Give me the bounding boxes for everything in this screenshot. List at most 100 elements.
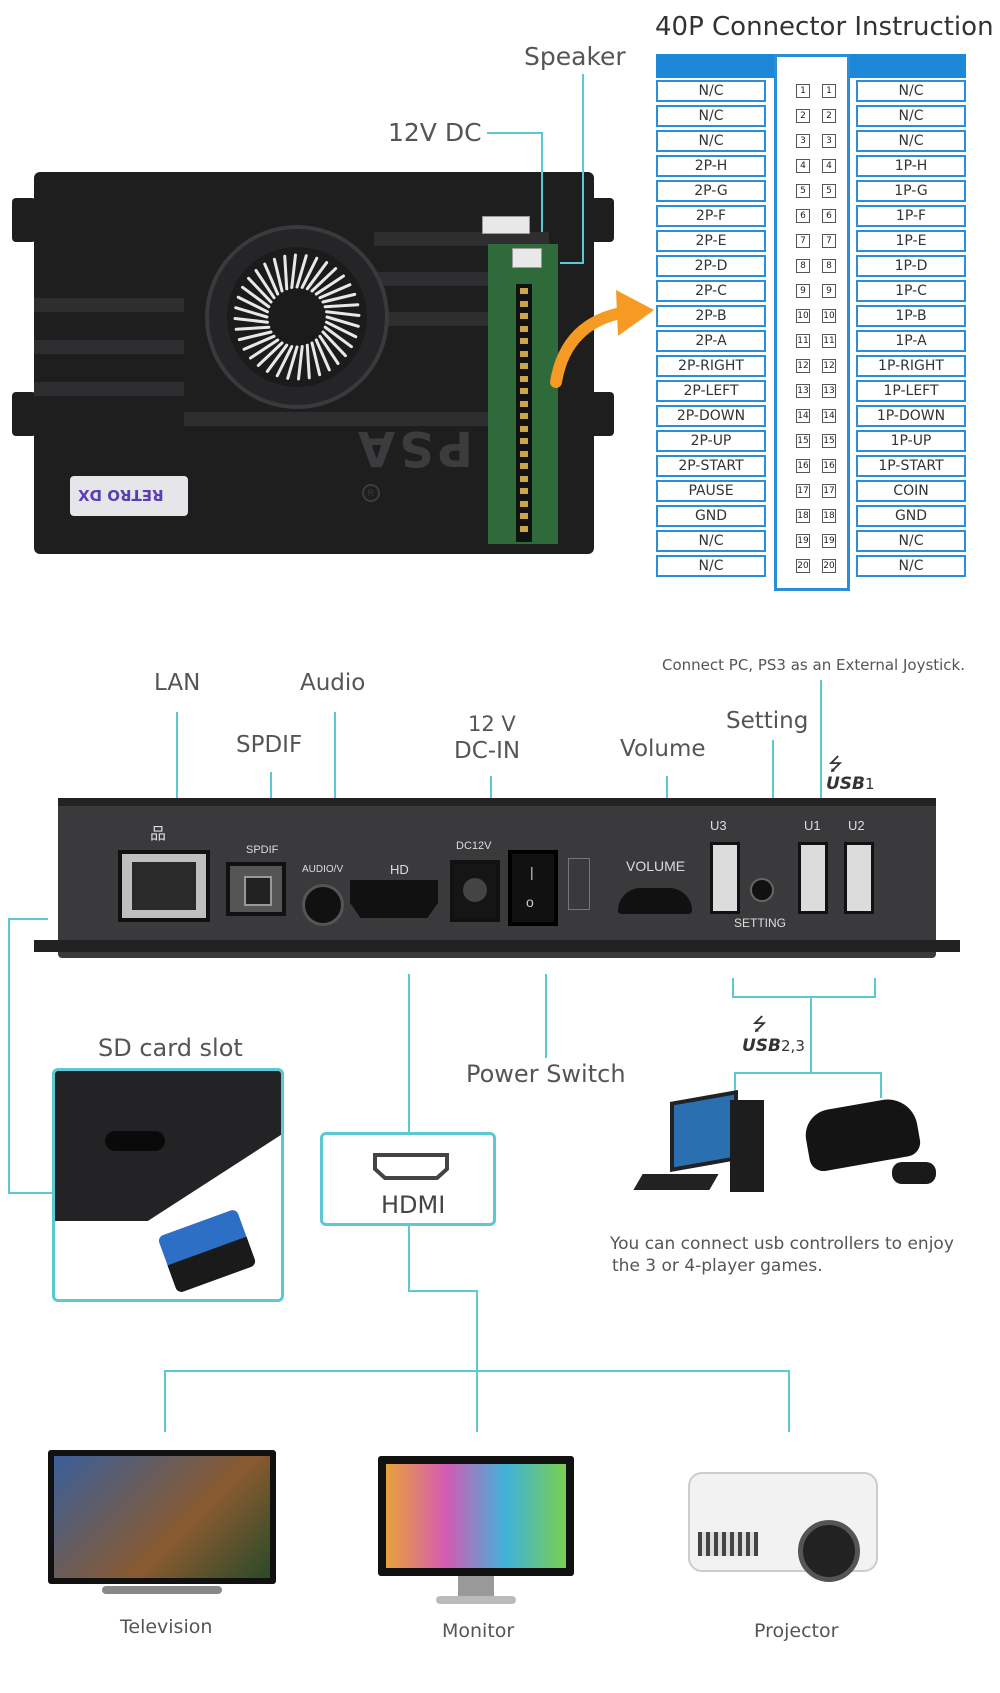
pin-number: 9 <box>796 284 810 298</box>
setting-label: Setting <box>726 708 809 734</box>
pin-number: 10 <box>822 309 836 323</box>
pin-number: 6 <box>796 209 810 223</box>
pin-left-cell: GND <box>656 505 766 527</box>
pin-left-cell: N/C <box>656 130 766 152</box>
pin-number: 4 <box>822 159 836 173</box>
arrow-icon <box>550 290 654 388</box>
usb-note-line1: You can connect usb controllers to enjoy <box>610 1234 954 1254</box>
pin-left-cell: 2P-D <box>656 255 766 277</box>
pin-number: 10 <box>796 309 810 323</box>
sd-slot[interactable] <box>105 1131 165 1151</box>
television-label: Television <box>120 1616 213 1638</box>
pin-number: 5 <box>822 184 836 198</box>
pin-left-cell: 2P-LEFT <box>656 380 766 402</box>
u2-print: U2 <box>848 818 865 833</box>
usb1-label: USB <box>826 774 866 794</box>
volume-print: VOLUME <box>626 858 686 874</box>
pin-number: 15 <box>796 434 810 448</box>
audio-print: AUDIO/V <box>302 864 344 875</box>
pin-right-cell: 1P-D <box>856 255 966 277</box>
pin-right-cell: 1P-DOWN <box>856 405 966 427</box>
audio-label: Audio <box>300 670 366 696</box>
pin-left-cell: 2P-E <box>656 230 766 252</box>
pin-right-cell: N/C <box>856 80 966 102</box>
pin-number: 14 <box>796 409 810 423</box>
pin-number: 6 <box>822 209 836 223</box>
pin-left-cell: N/C <box>656 555 766 577</box>
jamma-pcb <box>488 244 558 544</box>
hdmi-port[interactable] <box>350 880 438 918</box>
audio-jack[interactable] <box>302 884 344 926</box>
monitor-label: Monitor <box>442 1620 515 1642</box>
usb-port-u2[interactable] <box>844 842 874 914</box>
logo-sticker: RETRO DX <box>70 476 188 516</box>
pin-right-cell: 1P-B <box>856 305 966 327</box>
lan-label: LAN <box>154 670 201 696</box>
pin-left-cell: 2P-UP <box>656 430 766 452</box>
dc12v-print: DC12V <box>456 840 492 852</box>
usb1-note: Connect PC, PS3 as an External Joystick. <box>662 656 966 674</box>
projector-label: Projector <box>754 1620 839 1642</box>
pin-left-cell: 2P-G <box>656 180 766 202</box>
pin-right-cell: N/C <box>856 555 966 577</box>
hdmi-icon <box>373 1153 449 1180</box>
pin-number: 3 <box>796 134 810 148</box>
pin-number: 1 <box>796 84 810 98</box>
pin-number: 13 <box>822 384 836 398</box>
fan-icon <box>205 225 389 409</box>
pin-right-cell: 1P-LEFT <box>856 380 966 402</box>
pin-left-cell: 2P-START <box>656 455 766 477</box>
pc-icon <box>633 1090 768 1206</box>
pin-number: 7 <box>822 234 836 248</box>
volume-label: Volume <box>620 736 706 762</box>
lan-port[interactable] <box>118 850 210 922</box>
pin-right-cell: 1P-START <box>856 455 966 477</box>
pin-left-cell: N/C <box>656 80 766 102</box>
gamepad-icon <box>892 1162 936 1184</box>
pin-number: 11 <box>796 334 810 348</box>
usb-note-line2: the 3 or 4-player games. <box>612 1256 823 1276</box>
usb1-number: 1 <box>865 775 875 793</box>
mount-tab <box>12 198 36 242</box>
spdif-port[interactable] <box>226 862 286 916</box>
hd-print: HD <box>390 862 409 877</box>
pin-number: 8 <box>822 259 836 273</box>
spdif-label: SPDIF <box>236 732 303 758</box>
pin-number: 3 <box>822 134 836 148</box>
usb-port-u3[interactable] <box>710 842 740 914</box>
pin-number: 8 <box>796 259 810 273</box>
speaker-label: Speaker <box>524 42 626 71</box>
speaker-connector <box>482 216 530 234</box>
dc-in-port[interactable] <box>450 860 500 922</box>
pin-number: 1 <box>822 84 836 98</box>
brand-embossed: PSA <box>354 420 473 476</box>
setting-button[interactable] <box>750 878 774 902</box>
power-connector <box>512 248 542 268</box>
pin-left-cell: 2P-RIGHT <box>656 355 766 377</box>
pin-number: 17 <box>822 484 836 498</box>
pin-table-title: 40P Connector Instruction <box>655 12 994 42</box>
pin-right-cell: GND <box>856 505 966 527</box>
pin-right-cell: COIN <box>856 480 966 502</box>
sd-slot-label: SD card slot <box>98 1034 243 1062</box>
pin-left-cell: 2P-H <box>656 155 766 177</box>
pin-left-cell: 2P-A <box>656 330 766 352</box>
pin-right-cell: 1P-G <box>856 180 966 202</box>
pin-number: 19 <box>822 534 836 548</box>
pin-number: 16 <box>822 459 836 473</box>
pin-number: 20 <box>822 559 836 573</box>
u3-print: U3 <box>710 818 727 833</box>
mount-tab <box>12 392 36 436</box>
power-switch[interactable]: | o <box>508 850 558 926</box>
usb-port-u1[interactable] <box>798 842 828 914</box>
pin-number: 19 <box>796 534 810 548</box>
television-icon <box>48 1450 278 1604</box>
pin-number: 7 <box>796 234 810 248</box>
sd-card <box>157 1208 257 1294</box>
hdmi-label: HDMI <box>381 1191 446 1219</box>
volume-knob[interactable] <box>618 888 692 914</box>
pin-right-cell: N/C <box>856 105 966 127</box>
pin-right-cell: N/C <box>856 130 966 152</box>
pin-right-cell: 1P-E <box>856 230 966 252</box>
pin-number: 18 <box>796 509 810 523</box>
